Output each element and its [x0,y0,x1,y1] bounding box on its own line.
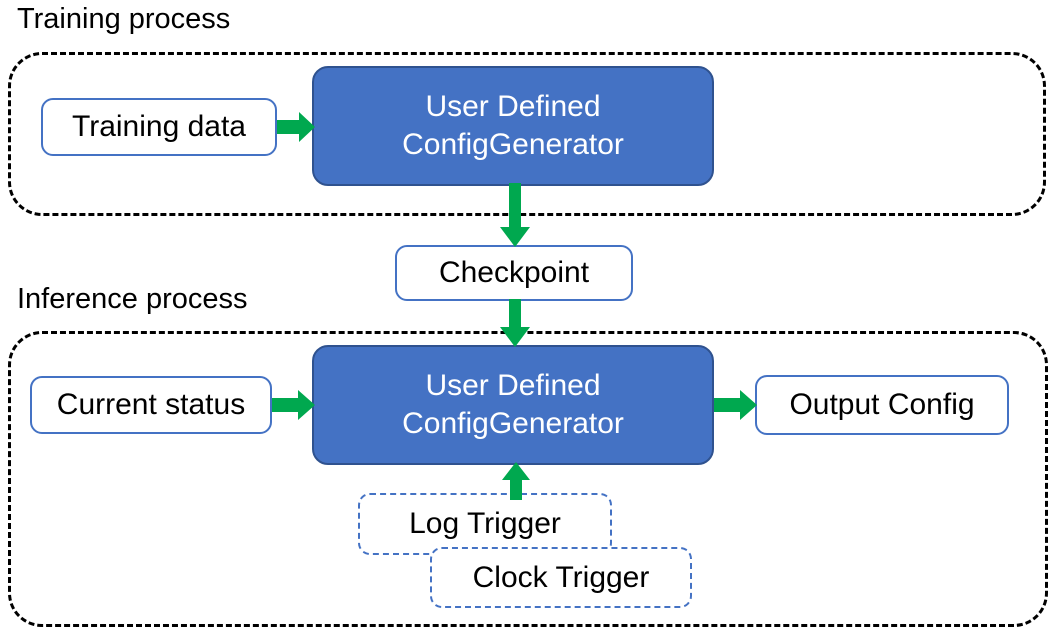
node-training-data-label: Training data [72,110,246,143]
node-training-config-generator-line2: ConfigGenerator [402,128,624,161]
node-checkpoint[interactable]: Checkpoint [395,245,633,301]
node-checkpoint-label: Checkpoint [438,256,590,289]
node-output-config-label: Output Config [789,388,975,421]
node-clock-trigger[interactable]: Clock Trigger [430,547,692,608]
node-current-status-label: Current status [56,388,246,421]
node-output-config[interactable]: Output Config [755,375,1009,435]
node-training-data[interactable]: Training data [41,98,277,156]
training-process-label: Training process [17,3,231,35]
node-inference-config-generator-line1: User Defined [425,369,601,402]
node-inference-config-generator[interactable]: User Defined ConfigGenerator [312,345,714,465]
node-inference-config-generator-line2: ConfigGenerator [402,407,624,440]
node-log-trigger-label: Log Trigger [409,507,561,540]
node-current-status[interactable]: Current status [30,376,272,434]
node-training-config-generator[interactable]: User Defined ConfigGenerator [312,66,714,186]
node-training-config-generator-line1: User Defined [425,90,601,123]
node-clock-trigger-label: Clock Trigger [472,560,650,594]
node-log-trigger[interactable]: Log Trigger [358,493,612,555]
inference-process-label: Inference process [17,283,248,315]
